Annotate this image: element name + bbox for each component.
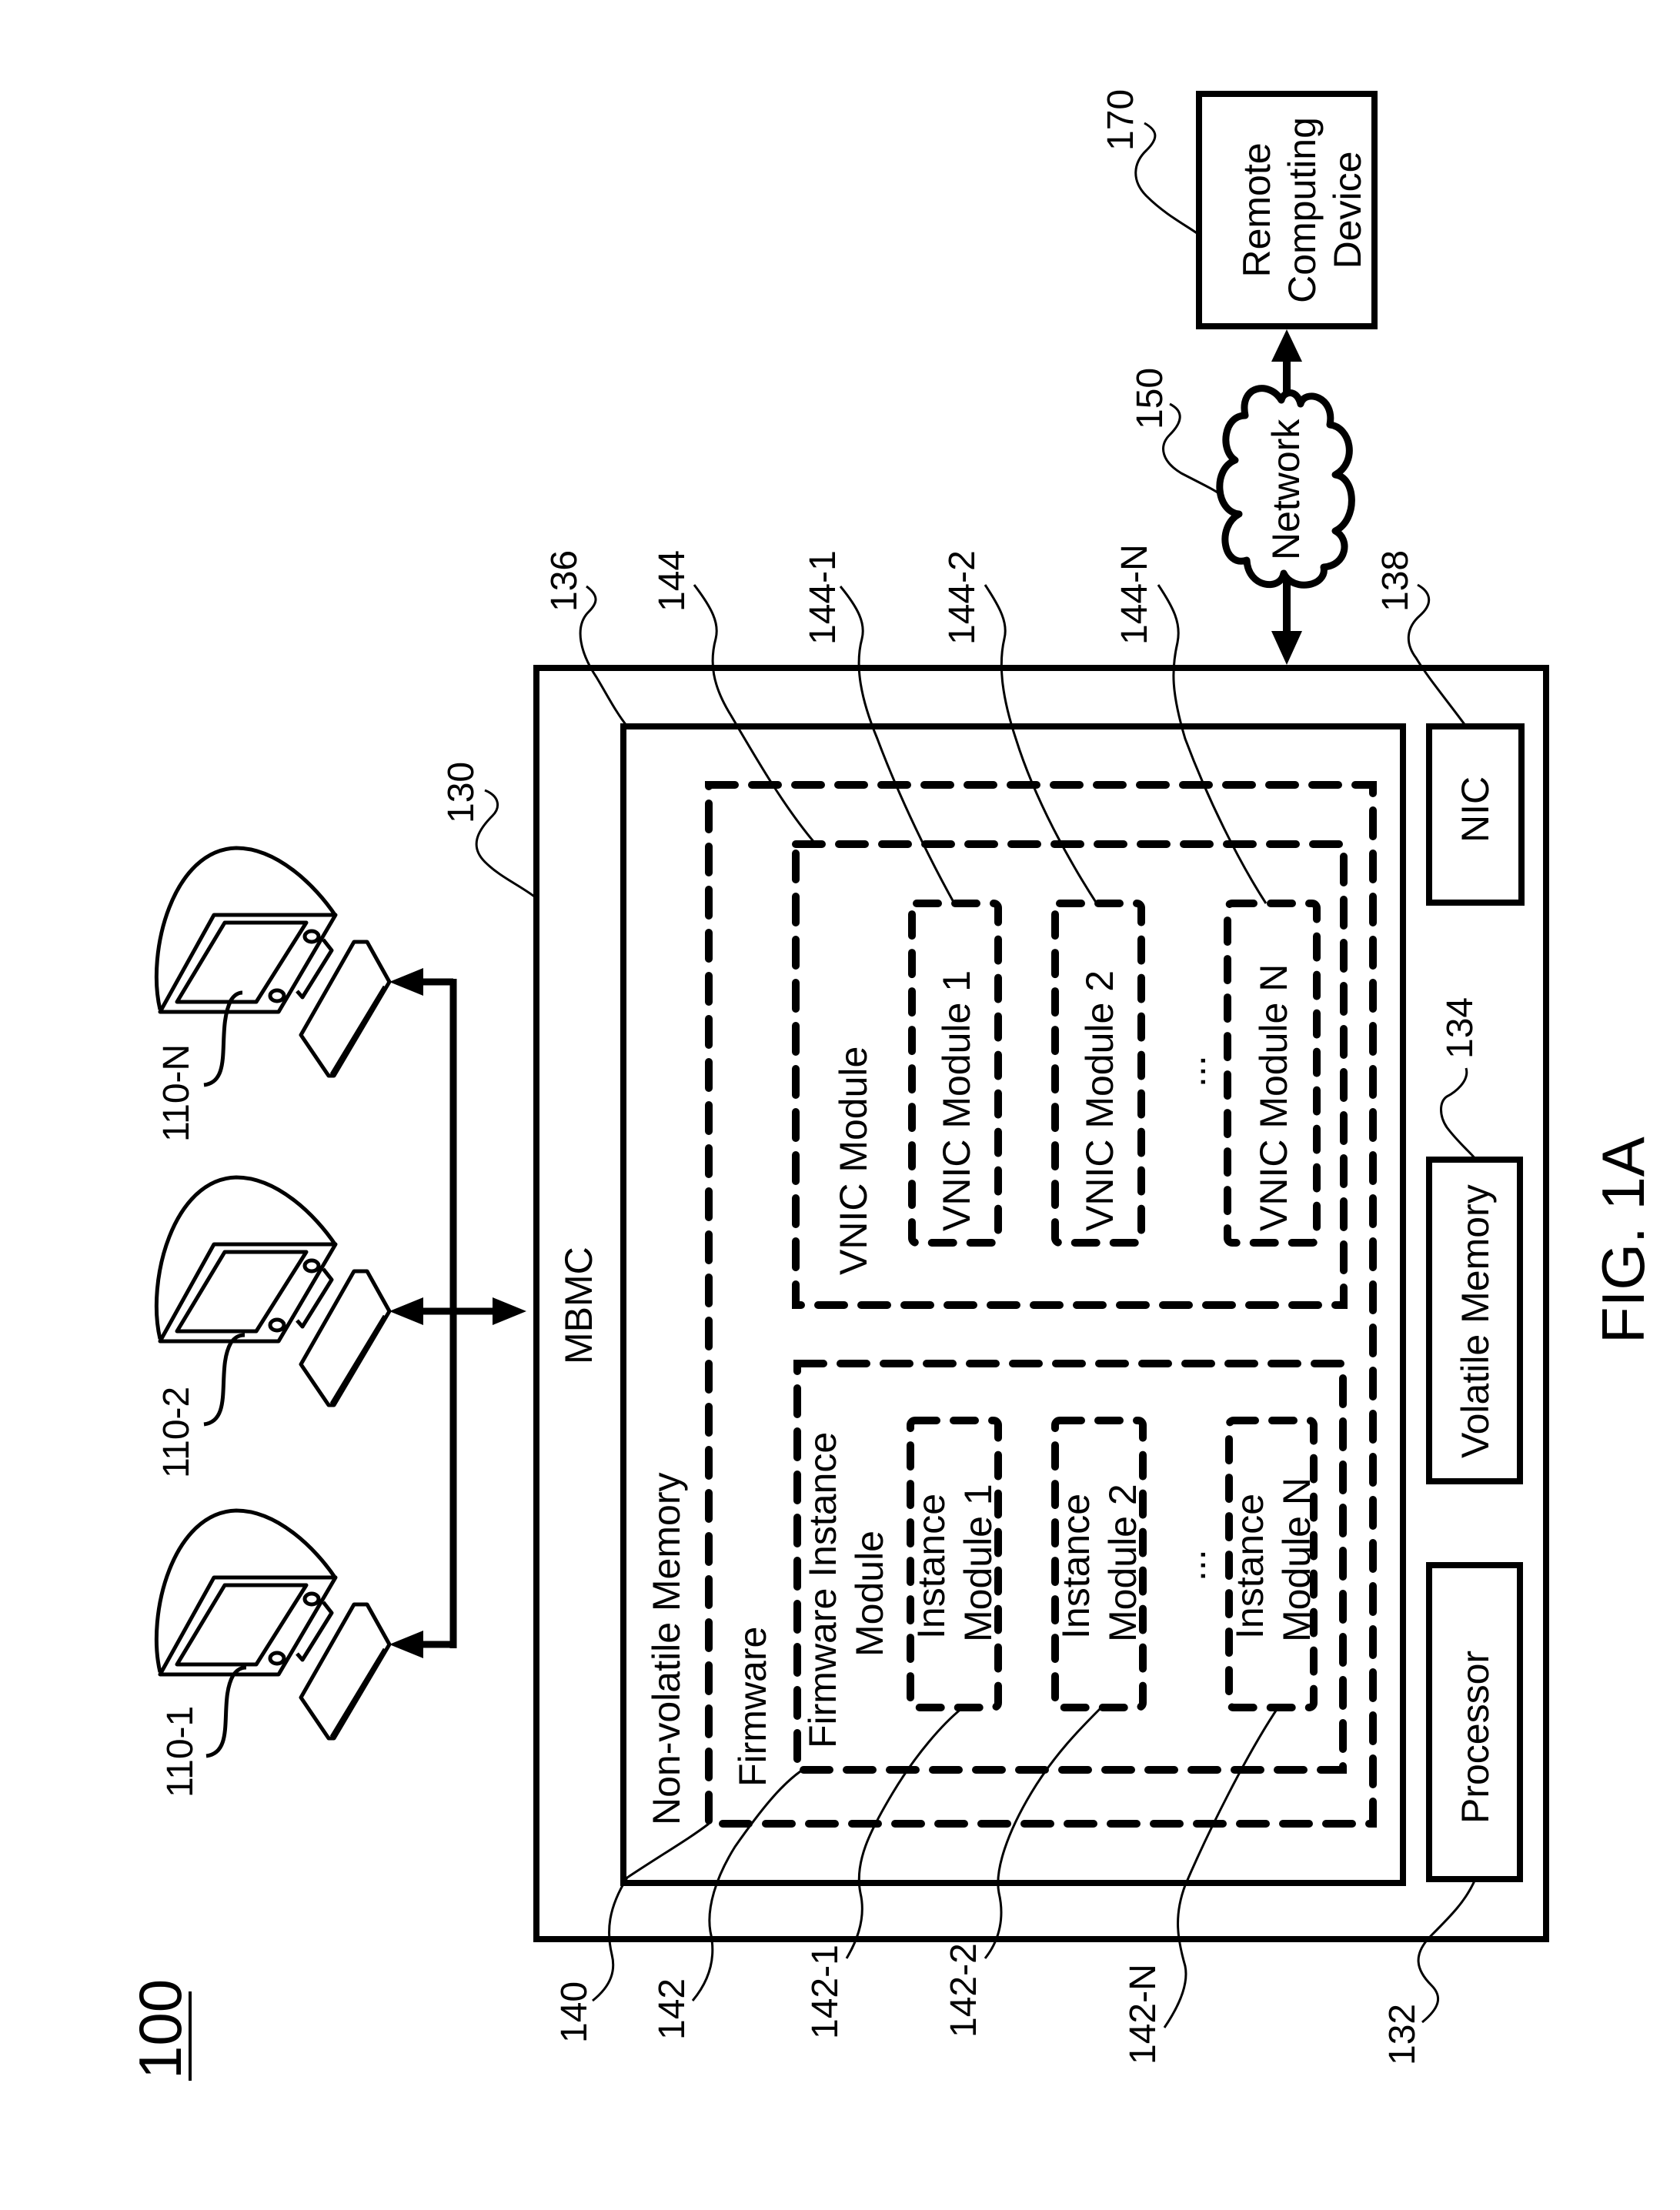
network-ref: 150 — [1130, 368, 1171, 429]
vnic-module-1: VNIC Module 1 — [912, 903, 998, 1243]
instance-module-n-line2: Module N — [1275, 1477, 1318, 1642]
instance-module-ellipsis: ... — [1171, 1549, 1214, 1581]
processor-label: Processor — [1454, 1651, 1497, 1824]
vnic-module-ref: 144 — [652, 550, 693, 612]
figure-caption: FIG. 1A — [1589, 1137, 1657, 1344]
leader-142-n — [1164, 1708, 1278, 2028]
network: Network 150 — [1130, 329, 1351, 665]
vnic-module-2-label: VNIC Module 2 — [1078, 970, 1121, 1231]
instance-module-1-line2: Module 1 — [957, 1484, 1000, 1642]
vnic-module-1-label: VNIC Module 1 — [935, 970, 978, 1231]
mbmc-box: MBMC 130 Non-volatile Memory 136 Firmwar… — [441, 544, 1546, 2065]
instance-module-2-line1: Instance — [1054, 1494, 1097, 1639]
vnic-module-1-ref: 144-1 — [803, 550, 843, 645]
mbmc-ref: 130 — [441, 762, 482, 823]
instance-module-2: Instance Module 2 — [1054, 1420, 1144, 1708]
instance-module-2-line2: Module 2 — [1101, 1484, 1144, 1642]
firmware-label: Firmware — [731, 1627, 774, 1787]
computer-terminal-icon — [156, 848, 389, 1076]
arrowhead-to-mbmc-nic — [1271, 631, 1302, 665]
leader-170 — [1136, 123, 1199, 235]
leader-150 — [1164, 404, 1217, 492]
client-ref-110-N: 110-N — [156, 1044, 197, 1142]
mbmc-label: MBMC — [557, 1247, 600, 1364]
network-label: Network — [1264, 419, 1308, 560]
vnic-module-2-ref: 144-2 — [942, 550, 983, 645]
leader-110-2 — [204, 1335, 245, 1424]
nic-ref: 138 — [1375, 550, 1416, 612]
arrowhead-to-mbmc — [493, 1297, 526, 1325]
remote-device-ref: 170 — [1101, 89, 1141, 151]
leader-144-1 — [840, 586, 954, 903]
volatile-memory-ref: 134 — [1440, 997, 1481, 1059]
vnic-module-label: VNIC Module — [832, 1047, 875, 1275]
vnic-module-2: VNIC Module 2 — [1055, 903, 1141, 1243]
vnic-module-n: VNIC Module N — [1227, 903, 1317, 1243]
arrowhead-to-remote-device — [1271, 329, 1302, 362]
remote-device-label-line3: Device — [1326, 152, 1369, 269]
nic-label: NIC — [1454, 776, 1497, 843]
computer-terminal-icon — [156, 1511, 389, 1738]
instance-module-n: Instance Module N — [1228, 1420, 1318, 1708]
leader-142-1 — [847, 1708, 962, 1958]
remote-device-label-line2: Computing — [1281, 117, 1324, 303]
computer-group — [156, 848, 389, 1738]
firmware-ref: 140 — [554, 1981, 595, 2043]
remote-device-label-line1: Remote — [1235, 142, 1278, 277]
leader-110-1 — [206, 1668, 246, 1756]
client-ref-110-1: 110-1 — [160, 1706, 201, 1798]
leader-138 — [1408, 585, 1466, 726]
leader-130 — [476, 790, 536, 898]
volatile-memory-label: Volatile Memory — [1454, 1184, 1497, 1458]
instance-module-n-line1: Instance — [1228, 1494, 1271, 1639]
client-ref-110-2: 110-2 — [156, 1387, 197, 1478]
processor-ref: 132 — [1382, 2004, 1423, 2065]
client-computers: 110-N 110-2 110-1 — [156, 848, 526, 1798]
leader-134 — [1441, 1068, 1477, 1160]
leader-144-n — [1158, 585, 1266, 903]
non-volatile-memory-ref: 136 — [544, 550, 585, 612]
vnic-module-ellipsis: ... — [1171, 1055, 1214, 1087]
client-computer-110-1 — [156, 1511, 389, 1738]
instance-module-1-ref: 142-1 — [805, 1945, 846, 2039]
arrowhead-110-2 — [389, 1297, 423, 1325]
instance-module-1-line1: Instance — [910, 1494, 953, 1639]
leader-144-2 — [985, 585, 1097, 903]
leader-140 — [593, 1824, 709, 2001]
firmware-instance-module-label-line2: Module — [848, 1531, 891, 1657]
leader-136 — [580, 586, 627, 726]
firmware-instance-module-ref: 142 — [652, 1978, 693, 2040]
instance-module-2-ref: 142-2 — [944, 1943, 984, 2038]
remote-computing-device: Remote Computing Device 170 — [1101, 89, 1374, 326]
client-computer-110-2 — [156, 1177, 389, 1405]
client-computer-110-N — [156, 848, 389, 1076]
computer-terminal-icon — [156, 1177, 389, 1405]
non-volatile-memory-label: Non-volatile Memory — [645, 1473, 688, 1825]
instance-module-1: Instance Module 1 — [910, 1420, 1000, 1708]
leader-132 — [1418, 1879, 1475, 2022]
leader-142-2 — [985, 1708, 1101, 1958]
vnic-module-n-ref: 144-N — [1114, 544, 1155, 645]
firmware-instance-module-label-line1: Firmware Instance — [801, 1432, 844, 1748]
arrowhead-110-1 — [389, 1631, 423, 1658]
arrowhead-110-N — [389, 968, 423, 996]
system-ref-label: 100 — [126, 1979, 194, 2079]
instance-module-n-ref: 142-N — [1123, 1964, 1164, 2065]
system-reference: 100 — [126, 1979, 194, 2081]
vnic-module-n-label: VNIC Module N — [1252, 964, 1295, 1231]
